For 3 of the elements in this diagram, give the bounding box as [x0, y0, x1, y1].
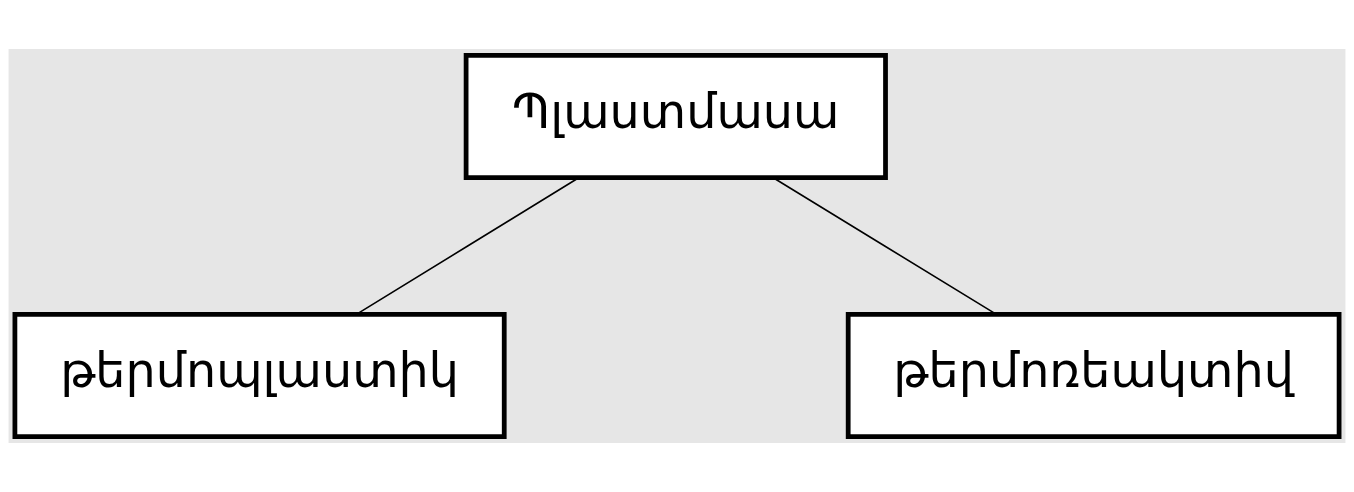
node-box: թերմոռեակտիվ: [845, 311, 1342, 440]
node-box: Պլաստմասա: [463, 52, 888, 181]
node-box: թերմոպլաստիկ: [12, 311, 507, 440]
